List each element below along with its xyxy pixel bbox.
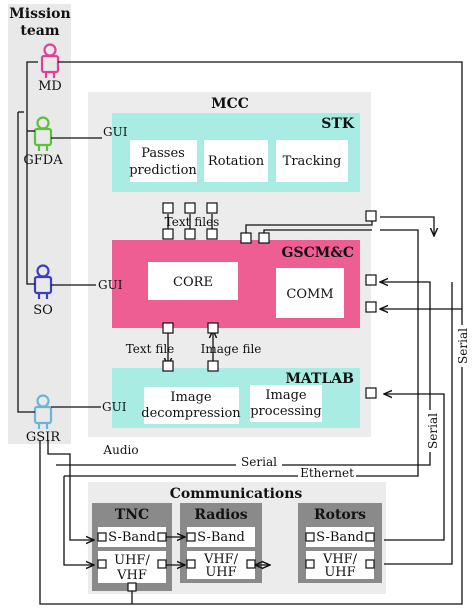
- mission-team-title-line1: Mission: [9, 6, 70, 22]
- gscmc-label: GSCM&C: [282, 245, 355, 261]
- matlab-label: MATLAB: [285, 371, 354, 387]
- tnc-sband-text: S-Band: [108, 530, 156, 545]
- mcc-title: MCC: [211, 96, 249, 112]
- tnc-uhf-vhf-port: [98, 551, 166, 583]
- passes-prediction-line1: Passes: [141, 146, 185, 161]
- rotors-sband-text: S-Band: [316, 530, 364, 545]
- serial-link-label: Serial: [241, 455, 277, 469]
- image-processing-line1: Image: [265, 388, 307, 403]
- passes-prediction-line2: prediction: [129, 163, 197, 178]
- tnc-uhf-line2: VHF: [116, 568, 147, 583]
- serial-vertical-label-1: Serial: [426, 413, 440, 449]
- stk-label: STK: [321, 116, 355, 132]
- comm-box: [276, 268, 344, 318]
- rotors-vhf-line1: VHF/: [322, 552, 358, 567]
- so-label: SO: [33, 303, 53, 318]
- rotation-text: Rotation: [208, 154, 265, 169]
- image-decompression-box: [144, 387, 239, 424]
- ethernet-link-label: Ethernet: [300, 466, 354, 480]
- gfda-gui-label: GUI: [103, 125, 128, 139]
- communications-title: Communications: [170, 486, 303, 502]
- tnc-uhf-line1: UHF/: [114, 553, 150, 568]
- image-decompression-line1: Image: [170, 390, 212, 405]
- radios-vhf-line1: VHF/: [203, 552, 239, 567]
- gfda-person-icon: [33, 116, 53, 151]
- gfda-label: GFDA: [23, 153, 63, 168]
- tracking-text: Tracking: [283, 154, 342, 169]
- image-processing-box: [250, 385, 322, 422]
- core-text: CORE: [173, 275, 213, 290]
- passes-prediction-box: [130, 140, 197, 182]
- comm-text: COMM: [286, 287, 333, 302]
- image-processing-line2: processing: [250, 404, 322, 419]
- mission-team-title-line2: team: [20, 23, 59, 39]
- rotation-box: [204, 140, 268, 182]
- serial-vertical-label-2: Serial: [456, 328, 470, 364]
- connection-lines: [17, 61, 463, 605]
- connector-ports: [97, 202, 377, 592]
- text-file-label: Text file: [126, 342, 175, 356]
- md-person-icon: [40, 43, 60, 78]
- rotors-vhf-line2: UHF: [324, 565, 355, 580]
- gsir-gui-label: GUI: [102, 400, 127, 414]
- radios-vhf-uhf-port: [187, 551, 255, 579]
- md-label: MD: [38, 79, 62, 94]
- core-box: [148, 262, 238, 300]
- radios-sband-port: [187, 527, 255, 547]
- so-gui-label: GUI: [98, 278, 123, 292]
- image-decompression-line2: decompression: [141, 406, 241, 421]
- image-file-label: Image file: [201, 342, 262, 356]
- rotors-vhf-uhf-port: [306, 551, 374, 579]
- gsir-label: GSIR: [26, 430, 61, 445]
- radios-sband-text: S-Band: [197, 530, 245, 545]
- tracking-box: [276, 140, 348, 182]
- rotors-title: Rotors: [314, 507, 366, 523]
- gsir-person-icon: [33, 394, 53, 429]
- radios-vhf-line2: UHF: [205, 565, 236, 580]
- audio-link-label: Audio: [102, 443, 138, 457]
- text-files-label: Text files: [165, 215, 220, 229]
- tnc-sband-port: [98, 527, 166, 547]
- tnc-title: TNC: [115, 507, 149, 523]
- rotors-sband-port: [306, 527, 374, 547]
- radios-title: Radios: [194, 507, 247, 523]
